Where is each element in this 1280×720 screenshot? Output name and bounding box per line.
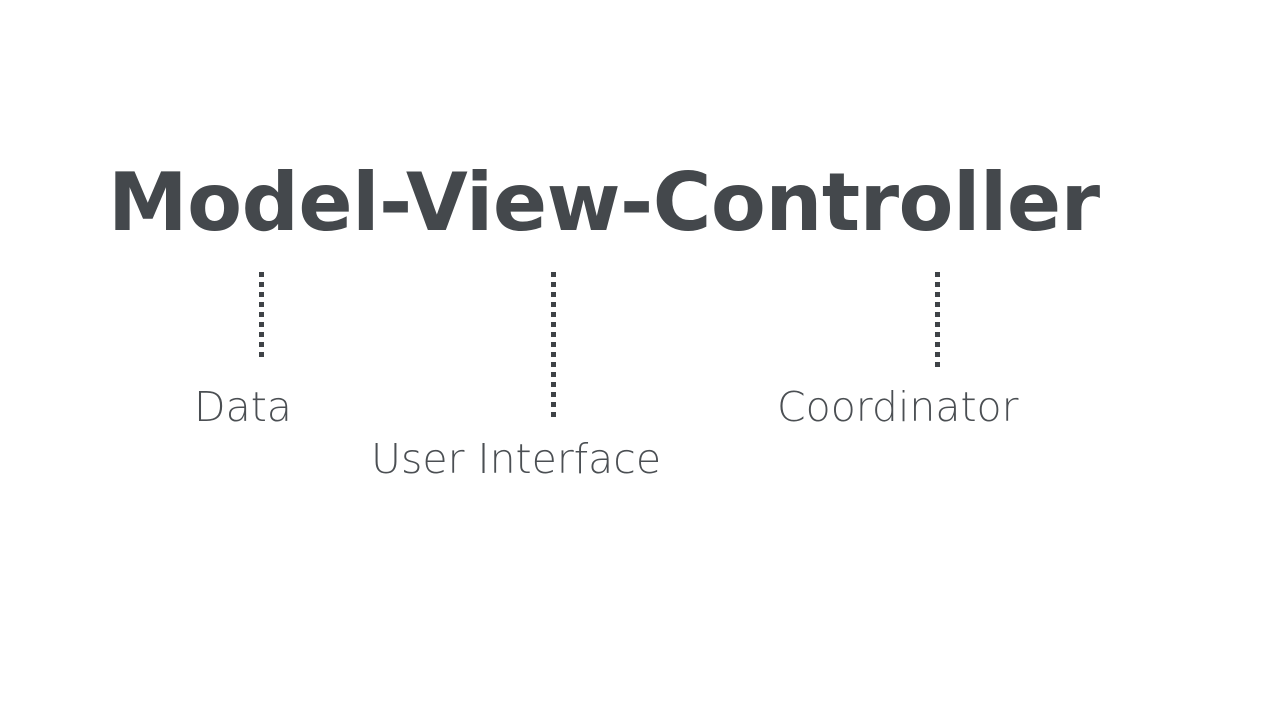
label-user-interface: User Interface xyxy=(371,435,662,483)
connector-dotted-line-view xyxy=(551,272,556,420)
label-data: Data xyxy=(194,383,292,431)
label-coordinator: Coordinator xyxy=(777,383,1019,431)
connector-dotted-line-controller xyxy=(935,272,940,369)
page-title: Model-View-Controller xyxy=(108,156,1100,249)
connector-dotted-line-model xyxy=(259,272,264,359)
